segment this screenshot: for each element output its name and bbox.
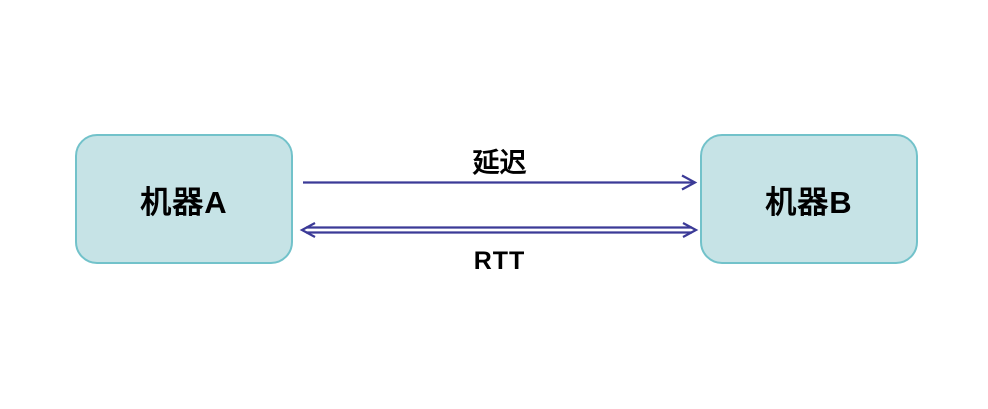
rtt-edge-label: RTT bbox=[473, 247, 526, 275]
rtt-arrow bbox=[299, 222, 699, 238]
right-arrowhead-icon bbox=[682, 222, 699, 238]
machine-a-node: 机器A bbox=[75, 134, 293, 264]
machine-a-label: 机器A bbox=[140, 184, 228, 220]
machine-b-label: 机器B bbox=[765, 184, 853, 220]
delay-edge-label: 延迟 bbox=[472, 148, 527, 178]
machine-b-node: 机器B bbox=[700, 134, 918, 264]
left-arrowhead-icon bbox=[299, 222, 316, 238]
